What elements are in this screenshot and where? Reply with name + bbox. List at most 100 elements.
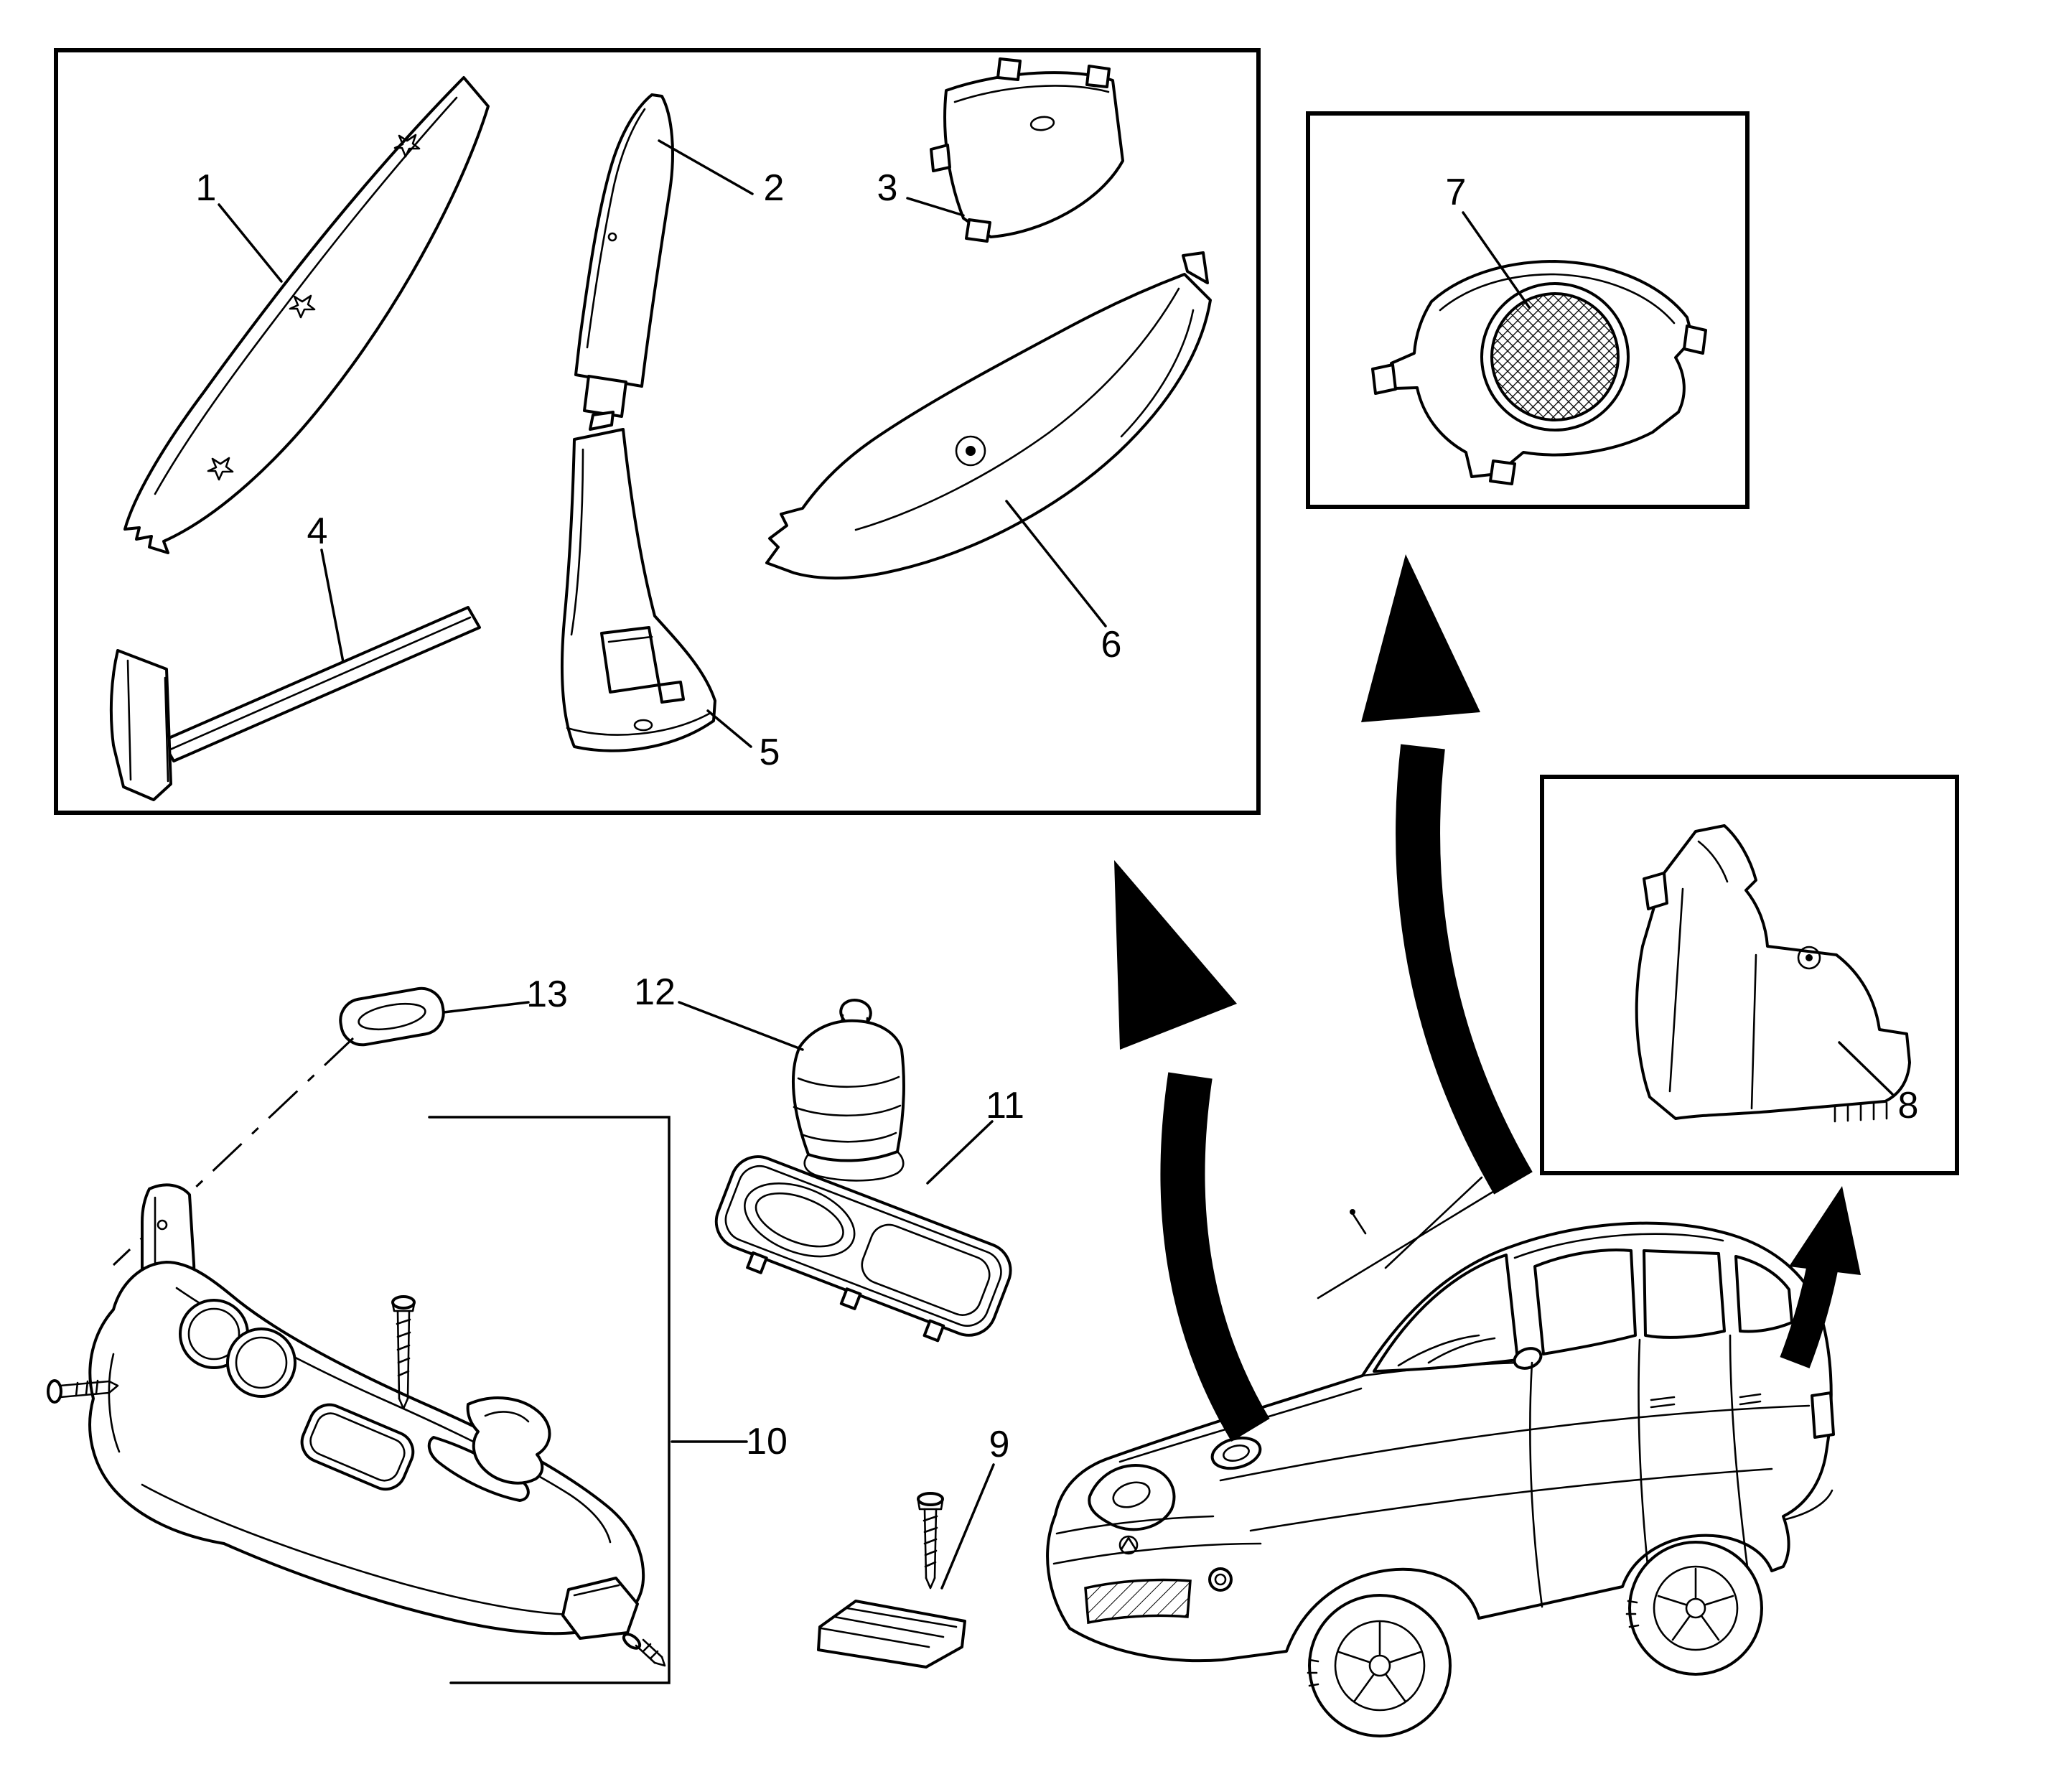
clip-stud-icon — [207, 457, 234, 481]
badge-emblem — [1120, 1536, 1137, 1551]
console-upper-plate-drawing — [714, 1155, 1012, 1343]
screw-hole-center — [1806, 954, 1813, 961]
console-screw — [391, 1295, 416, 1410]
mount-tab — [658, 681, 685, 704]
tire — [1628, 1541, 1763, 1676]
leader-line-7 — [1462, 211, 1531, 309]
antenna — [1351, 1212, 1367, 1235]
clip-install-leader — [112, 1037, 355, 1266]
detail-line — [1750, 953, 1757, 1110]
center-console-drawing — [47, 1183, 666, 1667]
cowl-line — [1363, 1361, 1521, 1377]
plate-inner — [724, 1165, 1002, 1327]
detail-line — [1697, 840, 1729, 883]
detail-line — [169, 616, 472, 751]
boot-base — [803, 1150, 905, 1182]
location-leader-line — [1384, 1176, 1483, 1269]
clip-inner — [358, 1002, 426, 1031]
retainer-clip-drawing — [339, 986, 445, 1047]
sill-strip — [161, 606, 481, 762]
detail-line — [953, 85, 1110, 103]
screw-threads — [396, 1318, 411, 1377]
callout-8: 8 — [1898, 1085, 1919, 1126]
mount-clip — [922, 1319, 945, 1343]
mount-tab — [1085, 65, 1111, 88]
screw-tip — [108, 1380, 119, 1394]
console-tail-screw — [622, 1633, 666, 1667]
mount-tab — [1489, 459, 1516, 485]
leader-line-3 — [906, 197, 965, 217]
grommet-ring — [955, 435, 986, 467]
cowl-trim-body — [765, 273, 1212, 580]
vehicle-illustration — [1046, 1176, 1835, 1737]
leader-line-5 — [706, 709, 752, 748]
mount-tab — [583, 375, 627, 418]
door-seam — [1638, 1338, 1651, 1587]
screw-threads — [922, 1515, 938, 1568]
front-door-seam — [1529, 1361, 1543, 1608]
screw-tip — [925, 1577, 936, 1590]
callout-10: 10 — [746, 1421, 788, 1462]
screw-head — [47, 1379, 62, 1404]
rear-quarter-upper-trim-drawing — [930, 57, 1124, 243]
detail-line — [607, 635, 653, 643]
bracket-with-screw-drawing — [817, 1492, 966, 1669]
rear-door-window — [1643, 1249, 1726, 1339]
screw-shaft — [396, 1310, 411, 1400]
arrow-shaft — [1396, 744, 1533, 1195]
leader-line-13 — [442, 1001, 530, 1014]
detail-line — [484, 1411, 530, 1423]
detail-line — [566, 712, 711, 736]
headlamp-left-inner — [1112, 1481, 1151, 1508]
antenna-tip — [1350, 1209, 1355, 1215]
console-lower-crease — [141, 1483, 599, 1616]
arrow-head — [1114, 860, 1237, 1050]
tread-marks — [1625, 1600, 1640, 1628]
front-door-window — [1533, 1248, 1637, 1355]
rim — [1334, 1620, 1426, 1712]
hook-bracket — [466, 1396, 551, 1485]
b-pillar-upper-trim-drawing — [574, 93, 674, 418]
bracket-line-10 — [428, 1116, 671, 1684]
detail-line — [573, 1584, 620, 1597]
callout-11: 11 — [986, 1085, 1024, 1126]
arrow-shaft — [1780, 1259, 1839, 1368]
callout-1: 1 — [196, 167, 217, 209]
group-box-pillar-trims — [54, 48, 1261, 815]
arrow-shaft — [1160, 1072, 1270, 1442]
detail-line — [854, 287, 1180, 531]
body-crease — [1249, 1467, 1773, 1532]
inset-box-speaker-cover — [1306, 111, 1750, 509]
detail-line — [1668, 887, 1684, 1093]
arrow-to-pillar-box — [1114, 860, 1270, 1442]
detail-line — [570, 448, 584, 636]
leader-line-8 — [1838, 1041, 1894, 1096]
screw-head — [391, 1295, 416, 1310]
gear-shift-boot-drawing — [791, 999, 905, 1182]
clip-outer — [339, 986, 445, 1047]
hole-detail — [633, 719, 653, 732]
hole-detail — [607, 232, 617, 242]
leader-line-9 — [940, 1463, 995, 1590]
cup-holder-inner — [235, 1336, 288, 1389]
callout-13: 13 — [526, 974, 568, 1015]
shifter-cutout — [300, 1403, 415, 1491]
roof-drip-rail — [1513, 1233, 1724, 1259]
mount-tab — [1643, 872, 1668, 910]
fog-lamp — [1208, 1567, 1233, 1592]
door-handle — [1650, 1396, 1676, 1409]
body-crease — [1219, 1404, 1811, 1482]
bracket-plate — [817, 1600, 966, 1669]
clip-stud-icon — [393, 134, 421, 158]
leader-line-12 — [678, 1001, 804, 1051]
mount-clip — [746, 1251, 768, 1274]
quarter-lower-trim-drawing — [1635, 824, 1911, 1123]
bumper-intake-grille — [1084, 1578, 1192, 1625]
bumper-line — [1052, 1542, 1262, 1565]
detail-line — [1439, 273, 1676, 325]
console-side-screw — [47, 1379, 119, 1404]
callout-2: 2 — [764, 167, 785, 209]
detail-line — [1120, 309, 1195, 438]
